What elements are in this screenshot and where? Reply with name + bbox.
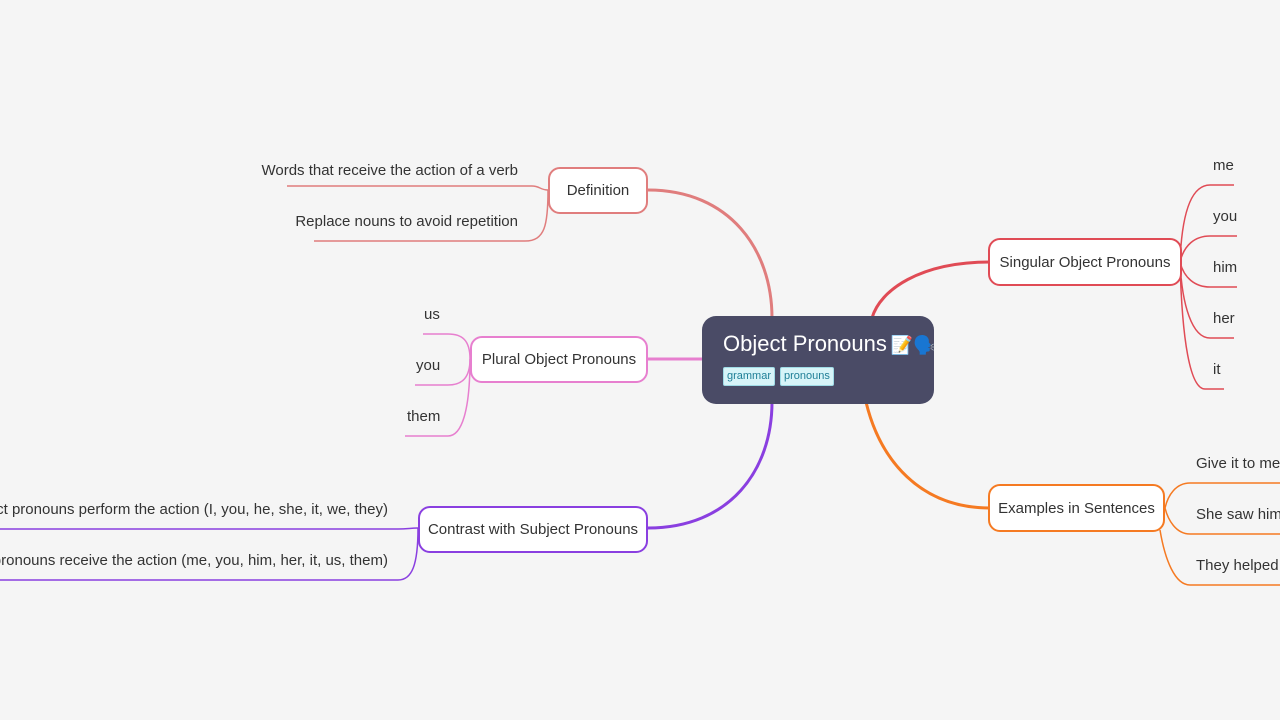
- singular-leaf-me-text: me: [1213, 157, 1234, 174]
- examples-leaf-1[interactable]: Give it to me.: [1196, 455, 1280, 473]
- tag-pronouns[interactable]: pronouns: [780, 367, 834, 386]
- singular-leaf-me[interactable]: me: [1213, 157, 1234, 175]
- singular-leaf-him[interactable]: him: [1213, 259, 1237, 277]
- connector-definition: [647, 188, 774, 319]
- contrast-leaf-2-text: Object pronouns receive the action (me, …: [0, 552, 388, 569]
- connector-examples-leaf-1: [1164, 482, 1280, 509]
- singular-leaf-it[interactable]: it: [1213, 361, 1221, 379]
- examples-leaf-3[interactable]: They helped us.: [1196, 557, 1280, 575]
- singular-leaf-him-text: him: [1213, 259, 1238, 276]
- examples-leaf-2[interactable]: She saw him.: [1196, 506, 1280, 524]
- branch-singular-object-pronouns[interactable]: Singular Object Pronouns: [988, 238, 1182, 286]
- root-node[interactable]: Object Pronouns📝🗣️ grammar pronouns: [702, 316, 936, 404]
- connector-contrast: [647, 401, 774, 530]
- singular-leaf-her[interactable]: her: [1213, 310, 1235, 328]
- definition-leaf-1-text: Words that receive the action of a verb: [261, 162, 518, 179]
- branch-examples-label: Examples in Sentences: [998, 499, 1155, 517]
- branch-singular-label: Singular Object Pronouns: [999, 253, 1171, 271]
- root-title-text: Object Pronouns: [723, 331, 887, 356]
- contrast-leaf-1[interactable]: Subject pronouns perform the action (I, …: [0, 501, 388, 519]
- tag-grammar[interactable]: grammar: [723, 367, 776, 386]
- branch-definition-label: Definition: [566, 182, 630, 199]
- connector-plural-leaf-1: [423, 333, 471, 360]
- connector-examples: [864, 401, 991, 510]
- connector-definition-leaf-1: [287, 185, 549, 191]
- plural-leaf-them[interactable]: them: [407, 408, 440, 426]
- definition-leaf-2[interactable]: Replace nouns to avoid repetition: [295, 213, 518, 231]
- singular-leaf-you-text: you: [1213, 208, 1238, 225]
- plural-leaf-you-text: you: [416, 357, 441, 374]
- connector-singular-leaf-5: [1179, 261, 1224, 390]
- branch-plural-object-pronouns[interactable]: Plural Object Pronouns: [470, 336, 648, 383]
- branch-examples-in-sentences[interactable]: Examples in Sentences: [988, 484, 1165, 532]
- singular-leaf-it-text: it: [1213, 361, 1221, 378]
- plural-leaf-us-text: us: [424, 306, 440, 323]
- root-tags: grammar pronouns: [723, 367, 934, 386]
- connector-definition-leaf-2: [314, 189, 549, 242]
- definition-leaf-1[interactable]: Words that receive the action of a verb: [261, 162, 518, 180]
- connector-contrast-leaf-1: [0, 527, 419, 530]
- connector-plural-leaf-3: [405, 358, 471, 437]
- branch-plural-label: Plural Object Pronouns: [481, 351, 637, 368]
- root-emoji-icon: 📝🗣️: [890, 335, 936, 355]
- branch-contrast-with-subject-pronouns[interactable]: Contrast with Subject Pronouns: [418, 506, 648, 553]
- root-title: Object Pronouns📝🗣️: [723, 330, 936, 359]
- connector-examples-leaf-2: [1164, 507, 1280, 535]
- contrast-leaf-2[interactable]: Object pronouns receive the action (me, …: [0, 552, 388, 570]
- branch-contrast-label: Contrast with Subject Pronouns: [427, 521, 639, 538]
- singular-leaf-you[interactable]: you: [1213, 208, 1237, 226]
- plural-leaf-us[interactable]: us: [424, 306, 440, 324]
- connector-contrast-leaf-2: [0, 527, 419, 581]
- plural-leaf-you[interactable]: you: [416, 357, 440, 375]
- connector-singular: [870, 260, 991, 319]
- connector-examples-leaf-3: [1159, 529, 1280, 586]
- examples-leaf-3-text: They helped us.: [1196, 557, 1280, 574]
- definition-leaf-2-text: Replace nouns to avoid repetition: [295, 213, 518, 230]
- singular-leaf-her-text: her: [1213, 310, 1235, 327]
- branch-definition[interactable]: Definition: [548, 167, 648, 214]
- examples-leaf-2-text: She saw him.: [1196, 506, 1280, 523]
- plural-leaf-them-text: them: [407, 408, 441, 425]
- contrast-leaf-1-text: Subject pronouns perform the action (I, …: [0, 501, 388, 518]
- examples-leaf-1-text: Give it to me.: [1196, 455, 1280, 472]
